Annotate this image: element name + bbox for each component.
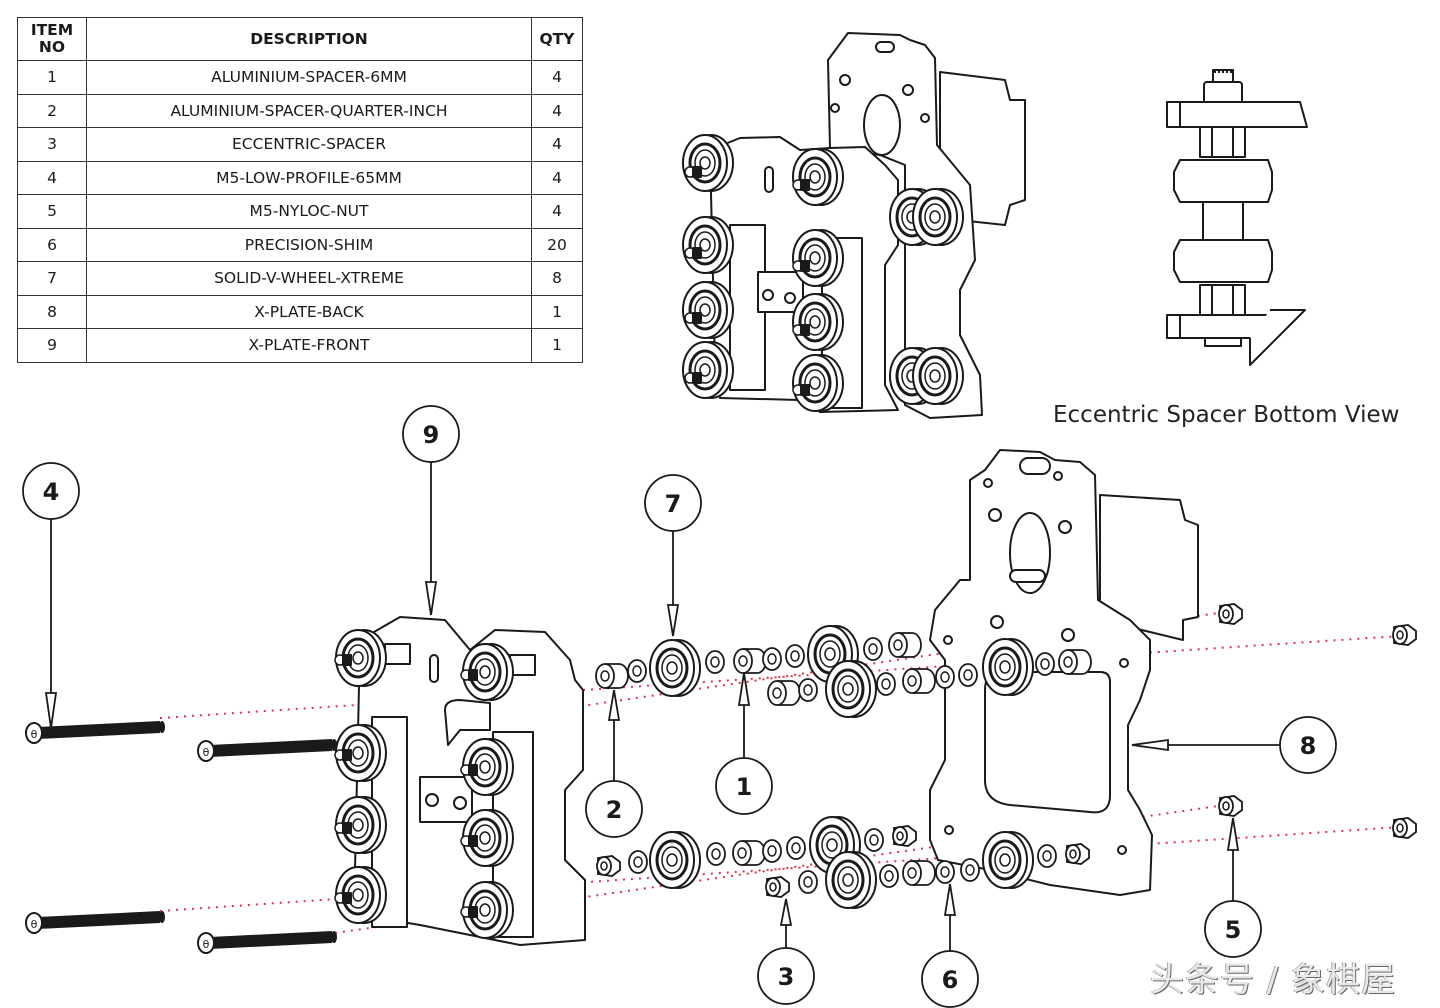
- bom-qty: 8: [531, 261, 583, 296]
- callout-5-label: 5: [1225, 916, 1242, 944]
- m5-bolts: [25, 720, 338, 954]
- bom-qty: 1: [531, 328, 583, 363]
- bolt-1: [25, 720, 166, 744]
- bolt-4: [197, 930, 338, 954]
- callout-2-label: 2: [606, 796, 623, 824]
- bolt-3: [25, 910, 166, 934]
- assembly-axis-lines: [159, 611, 1401, 934]
- callout-1-label: 1: [736, 773, 753, 801]
- callout-8-circle: [1279, 716, 1337, 774]
- bom-item-no: 4: [17, 160, 87, 195]
- callout-1-circle: [715, 757, 773, 815]
- detail-view-caption: Eccentric Spacer Bottom View: [1053, 402, 1399, 428]
- watermark: 头条号 / 象棋屋: [1150, 960, 1397, 1000]
- callout-4-label: 4: [43, 478, 60, 506]
- bom-description: X-PLATE-FRONT: [86, 328, 532, 363]
- bom-item-no: 6: [17, 227, 87, 262]
- bom-item-no: 3: [17, 127, 87, 162]
- callout-3-label: 3: [778, 963, 795, 991]
- callout-5-circle: [1204, 900, 1262, 958]
- bom-item-no: 9: [17, 328, 87, 363]
- bom-description: SOLID-V-WHEEL-XTREME: [86, 261, 532, 296]
- header-qty: QTY: [531, 17, 583, 61]
- bom-item-no: 2: [17, 93, 87, 128]
- callouts: [22, 405, 1337, 1008]
- bom-description: ECCENTRIC-SPACER: [86, 127, 532, 162]
- callout-7-circle: [644, 474, 702, 532]
- bom-description: ALUMINIUM-SPACER-6MM: [86, 60, 532, 95]
- bom-qty: 4: [531, 60, 583, 95]
- callout-2-circle: [585, 780, 643, 838]
- header-item-label: ITEM: [30, 21, 74, 39]
- bom-description: PRECISION-SHIM: [86, 227, 532, 262]
- callout-8-label: 8: [1300, 732, 1317, 760]
- x-plate-front-exploded: [334, 616, 586, 946]
- header-description: DESCRIPTION: [86, 17, 532, 61]
- bom-description: ALUMINIUM-SPACER-QUARTER-INCH: [86, 93, 532, 128]
- eccentric-spacer-detail-view: [1166, 69, 1308, 366]
- assembled-view: [681, 32, 1026, 419]
- bom-qty: 1: [531, 294, 583, 329]
- bom-qty: 4: [531, 160, 583, 195]
- header-no-label: NO: [38, 38, 66, 56]
- bom-item-no: 7: [17, 261, 87, 296]
- bolt-2: [197, 738, 338, 762]
- callout-9-label: 9: [423, 421, 440, 449]
- bom-qty: 4: [531, 194, 583, 229]
- callout-9-circle: [402, 405, 460, 463]
- callout-7-label: 7: [665, 490, 682, 518]
- callout-6-label: 6: [942, 966, 959, 994]
- bom-qty: 20: [531, 227, 583, 262]
- callout-4-circle: [22, 462, 80, 520]
- callout-6-circle: [921, 950, 979, 1008]
- bom-qty: 4: [531, 127, 583, 162]
- callout-3-circle: [757, 947, 815, 1005]
